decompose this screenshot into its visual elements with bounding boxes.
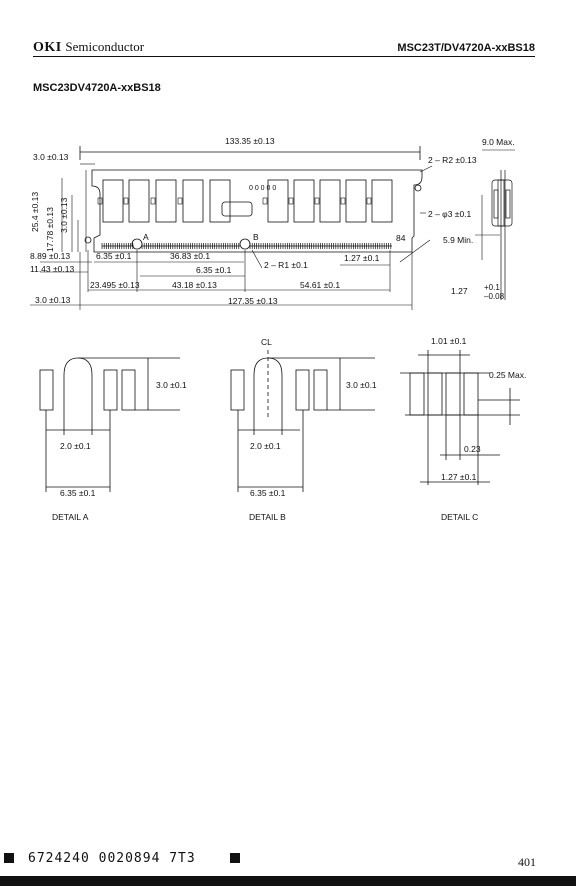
detail-c-gap: 0.23	[464, 444, 481, 454]
dram-chip	[102, 179, 124, 223]
detail-b-width: 2.0 ±0.1	[250, 441, 281, 451]
pin-84-label: 84	[396, 233, 406, 243]
detail-a-width: 2.0 ±0.1	[60, 441, 91, 451]
footer-mark-left	[4, 853, 14, 863]
header-rule	[33, 56, 535, 57]
page-number: 401	[518, 855, 536, 869]
detail-c-width: 1.01 ±0.1	[431, 336, 467, 346]
dim-span-a: 36.83 ±0.1	[170, 251, 210, 261]
dram-chip	[128, 179, 150, 223]
dim-hole-diameter: 2 – φ3 ±0.1	[428, 209, 472, 219]
detail-a-pitch: 6.35 ±0.1	[60, 488, 96, 498]
dim-span-right: 54.61 ±0.1	[300, 280, 340, 290]
footer-barcode-text: 6724240 0020894 7T3	[28, 851, 196, 866]
mounting-hole-right	[414, 184, 422, 192]
dim-span-mid: 43.18 ±0.13	[172, 280, 217, 290]
dram-chip	[319, 179, 341, 223]
dim-hole-offset-v: 3.0 ±0.13	[59, 197, 69, 233]
dram-chip	[155, 179, 177, 223]
footer-mark-right	[230, 853, 240, 863]
dram-chip	[371, 179, 393, 223]
dim-span-left: 23.495 ±0.13	[90, 280, 140, 290]
detail-b-caption: DETAIL B	[249, 512, 286, 522]
dim-tol-minus: –0.08	[484, 292, 505, 301]
buffer-chip	[221, 201, 253, 217]
dim-key-height: 17.78 ±0.13	[45, 207, 55, 252]
dram-chip	[293, 179, 315, 223]
dim-min-height: 5.9 Min.	[443, 235, 473, 245]
dim-left-ref: 11.43 ±0.13	[30, 264, 74, 274]
dim-board-thickness: 1.27	[451, 286, 468, 296]
chip-marks: 0 0 0 0 0	[249, 185, 276, 192]
mounting-hole-left	[84, 236, 92, 244]
division-name: Semiconductor	[65, 39, 145, 54]
detail-b-drawing	[230, 350, 375, 492]
key-notch-a	[131, 238, 143, 250]
dim-pitch-b: 6.35 ±0.1	[196, 265, 232, 275]
key-notch-b	[239, 238, 251, 250]
dim-key-radius: 2 – R1 ±0.1	[264, 260, 308, 270]
part-number-header: MSC23T/DV4720A-xxBS18	[397, 42, 535, 54]
detail-b-marker: B	[253, 232, 259, 242]
detail-c-caption: DETAIL C	[441, 512, 478, 522]
dim-pin-pitch: 1.27 ±0.1	[344, 253, 380, 263]
dim-height: 25.4 ±0.13	[30, 192, 40, 232]
detail-a-height: 3.0 ±0.1	[156, 380, 187, 390]
dram-chip	[345, 179, 367, 223]
detail-a-drawing	[39, 357, 180, 492]
detail-a-caption: DETAIL A	[52, 512, 89, 522]
dram-chip	[209, 179, 231, 223]
section-title: MSC23DV4720A-xxBS18	[33, 82, 161, 94]
detail-b-height: 3.0 ±0.1	[346, 380, 377, 390]
side-view	[491, 170, 513, 300]
board-outline	[91, 169, 423, 253]
detail-a-marker: A	[143, 232, 149, 242]
dim-left-margin: 3.0 ±0.13	[35, 295, 71, 305]
oki-logo: OKI	[33, 40, 62, 55]
dram-chip	[182, 179, 204, 223]
dim-notch-radius: 2 – R2 ±0.13	[428, 155, 477, 165]
detail-b-pitch: 6.35 ±0.1	[250, 488, 286, 498]
dim-pitch-a: 6.35 ±0.1	[96, 251, 132, 261]
dim-overall-length: 133.35 ±0.13	[225, 136, 275, 146]
detail-c-drawing	[400, 350, 520, 485]
dim-max-thickness: 9.0 Max.	[482, 137, 515, 147]
detail-b-centerline: CL	[261, 337, 272, 347]
brand-header: OKI Semiconductor	[33, 39, 144, 56]
dim-left-edge: 3.0 ±0.13	[33, 152, 69, 162]
dim-pin-span: 127.35 ±0.13	[228, 296, 278, 306]
dram-chip	[267, 179, 289, 223]
detail-c-pitch: 1.27 ±0.1	[441, 472, 477, 482]
dim-tol-plus: +0.1	[484, 283, 500, 292]
detail-c-thickness: 0.25 Max.	[489, 370, 526, 380]
dim-hole-offset-h: 8.89 ±0.13	[30, 251, 70, 261]
footer-rule	[0, 876, 576, 886]
